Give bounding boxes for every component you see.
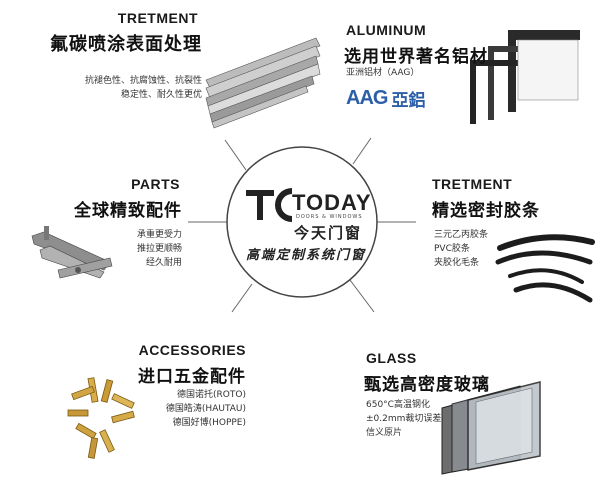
- connector-bottom-left: [231, 283, 253, 313]
- accessories-desc: 德国诺托(ROTO) 德国皓涛(HAUTAU) 德国好博(HOPPE): [166, 388, 246, 430]
- coating-desc: 抗褪色性、抗腐蚀性、抗裂性 稳定性、耐久性更优: [85, 74, 202, 102]
- coating-title: 氟碳喷涂表面处理: [50, 34, 202, 55]
- aag-logo-text: AAG: [346, 87, 388, 109]
- glass-en-label: GLASS: [366, 350, 417, 366]
- coated-profiles-image: [205, 37, 321, 129]
- glass-panels-image: [441, 381, 541, 475]
- tc-logo-icon: [246, 188, 292, 222]
- accessories-desc-line-3: 德国好博(HOPPE): [172, 418, 246, 428]
- parts-desc-line-3: 经久耐用: [145, 258, 182, 268]
- brand-name: TODAY: [292, 190, 372, 215]
- aluminum-frame-image: [470, 30, 580, 124]
- accessories-title: 进口五金配件: [138, 367, 246, 387]
- center-circle: [226, 146, 378, 298]
- sealant-desc-line-1: 三元乙丙胶条: [434, 230, 489, 240]
- aluminum-title: 选用世界著名铝材: [344, 47, 488, 67]
- hardware-parts-image: [31, 226, 113, 279]
- sealant-en-label: TRETMENT: [432, 176, 513, 192]
- aluminum-supplier: 亚洲铝材（AAG）: [346, 68, 420, 78]
- parts-desc: 承重更受力 推拉更顺畅 经久耐用: [137, 228, 182, 270]
- parts-desc-line-1: 承重更受力: [136, 230, 182, 240]
- glass-desc: 650°C高温钢化 ±0.2mm裁切误差 信义原片: [366, 398, 441, 440]
- parts-en-label: PARTS: [131, 176, 180, 192]
- parts-desc-line-2: 推拉更顺畅: [136, 244, 182, 254]
- brand-subtitle: DOORS & WINDOWS: [296, 214, 363, 220]
- connector-top-right: [352, 137, 372, 165]
- sealant-desc-line-3: 夹胶化毛条: [434, 258, 480, 268]
- aag-logo: AAG 亞鋁: [346, 86, 425, 111]
- parts-title: 全球精致配件: [74, 201, 182, 221]
- brand-slogan: 高端定制系统门窗: [246, 248, 367, 263]
- brass-accessories-image: [67, 377, 135, 459]
- aag-logo-chinese: 亞鋁: [391, 91, 426, 111]
- connector-top-left: [224, 139, 247, 171]
- connector-bottom-right: [349, 279, 375, 313]
- sealant-strips-image: [495, 234, 595, 303]
- aluminum-en-label: ALUMINUM: [346, 22, 427, 38]
- accessories-desc-line-2: 德国皓涛(HAUTAU): [165, 404, 246, 414]
- sealant-title: 精选密封胶条: [432, 201, 540, 221]
- coating-en-label: TRETMENT: [117, 10, 198, 26]
- accessories-desc-line-1: 德国诺托(ROTO): [177, 390, 246, 400]
- sealant-desc: 三元乙丙胶条 PVC胶条 夹胶化毛条: [434, 228, 488, 270]
- coating-desc-line-1: 抗褪色性、抗腐蚀性、抗裂性: [84, 76, 202, 86]
- glass-desc-line-3: 信义原片: [366, 428, 403, 438]
- glass-title: 甄选高密度玻璃: [364, 375, 490, 395]
- glass-desc-line-2: ±0.2mm裁切误差: [366, 414, 442, 424]
- coating-desc-line-2: 稳定性、耐久性更优: [120, 90, 202, 100]
- accessories-en-label: ACCESSORIES: [138, 342, 246, 358]
- brand-chinese-name: 今天门窗: [294, 224, 363, 242]
- glass-desc-line-1: 650°C高温钢化: [366, 400, 430, 410]
- sealant-desc-line-2: PVC胶条: [434, 244, 470, 254]
